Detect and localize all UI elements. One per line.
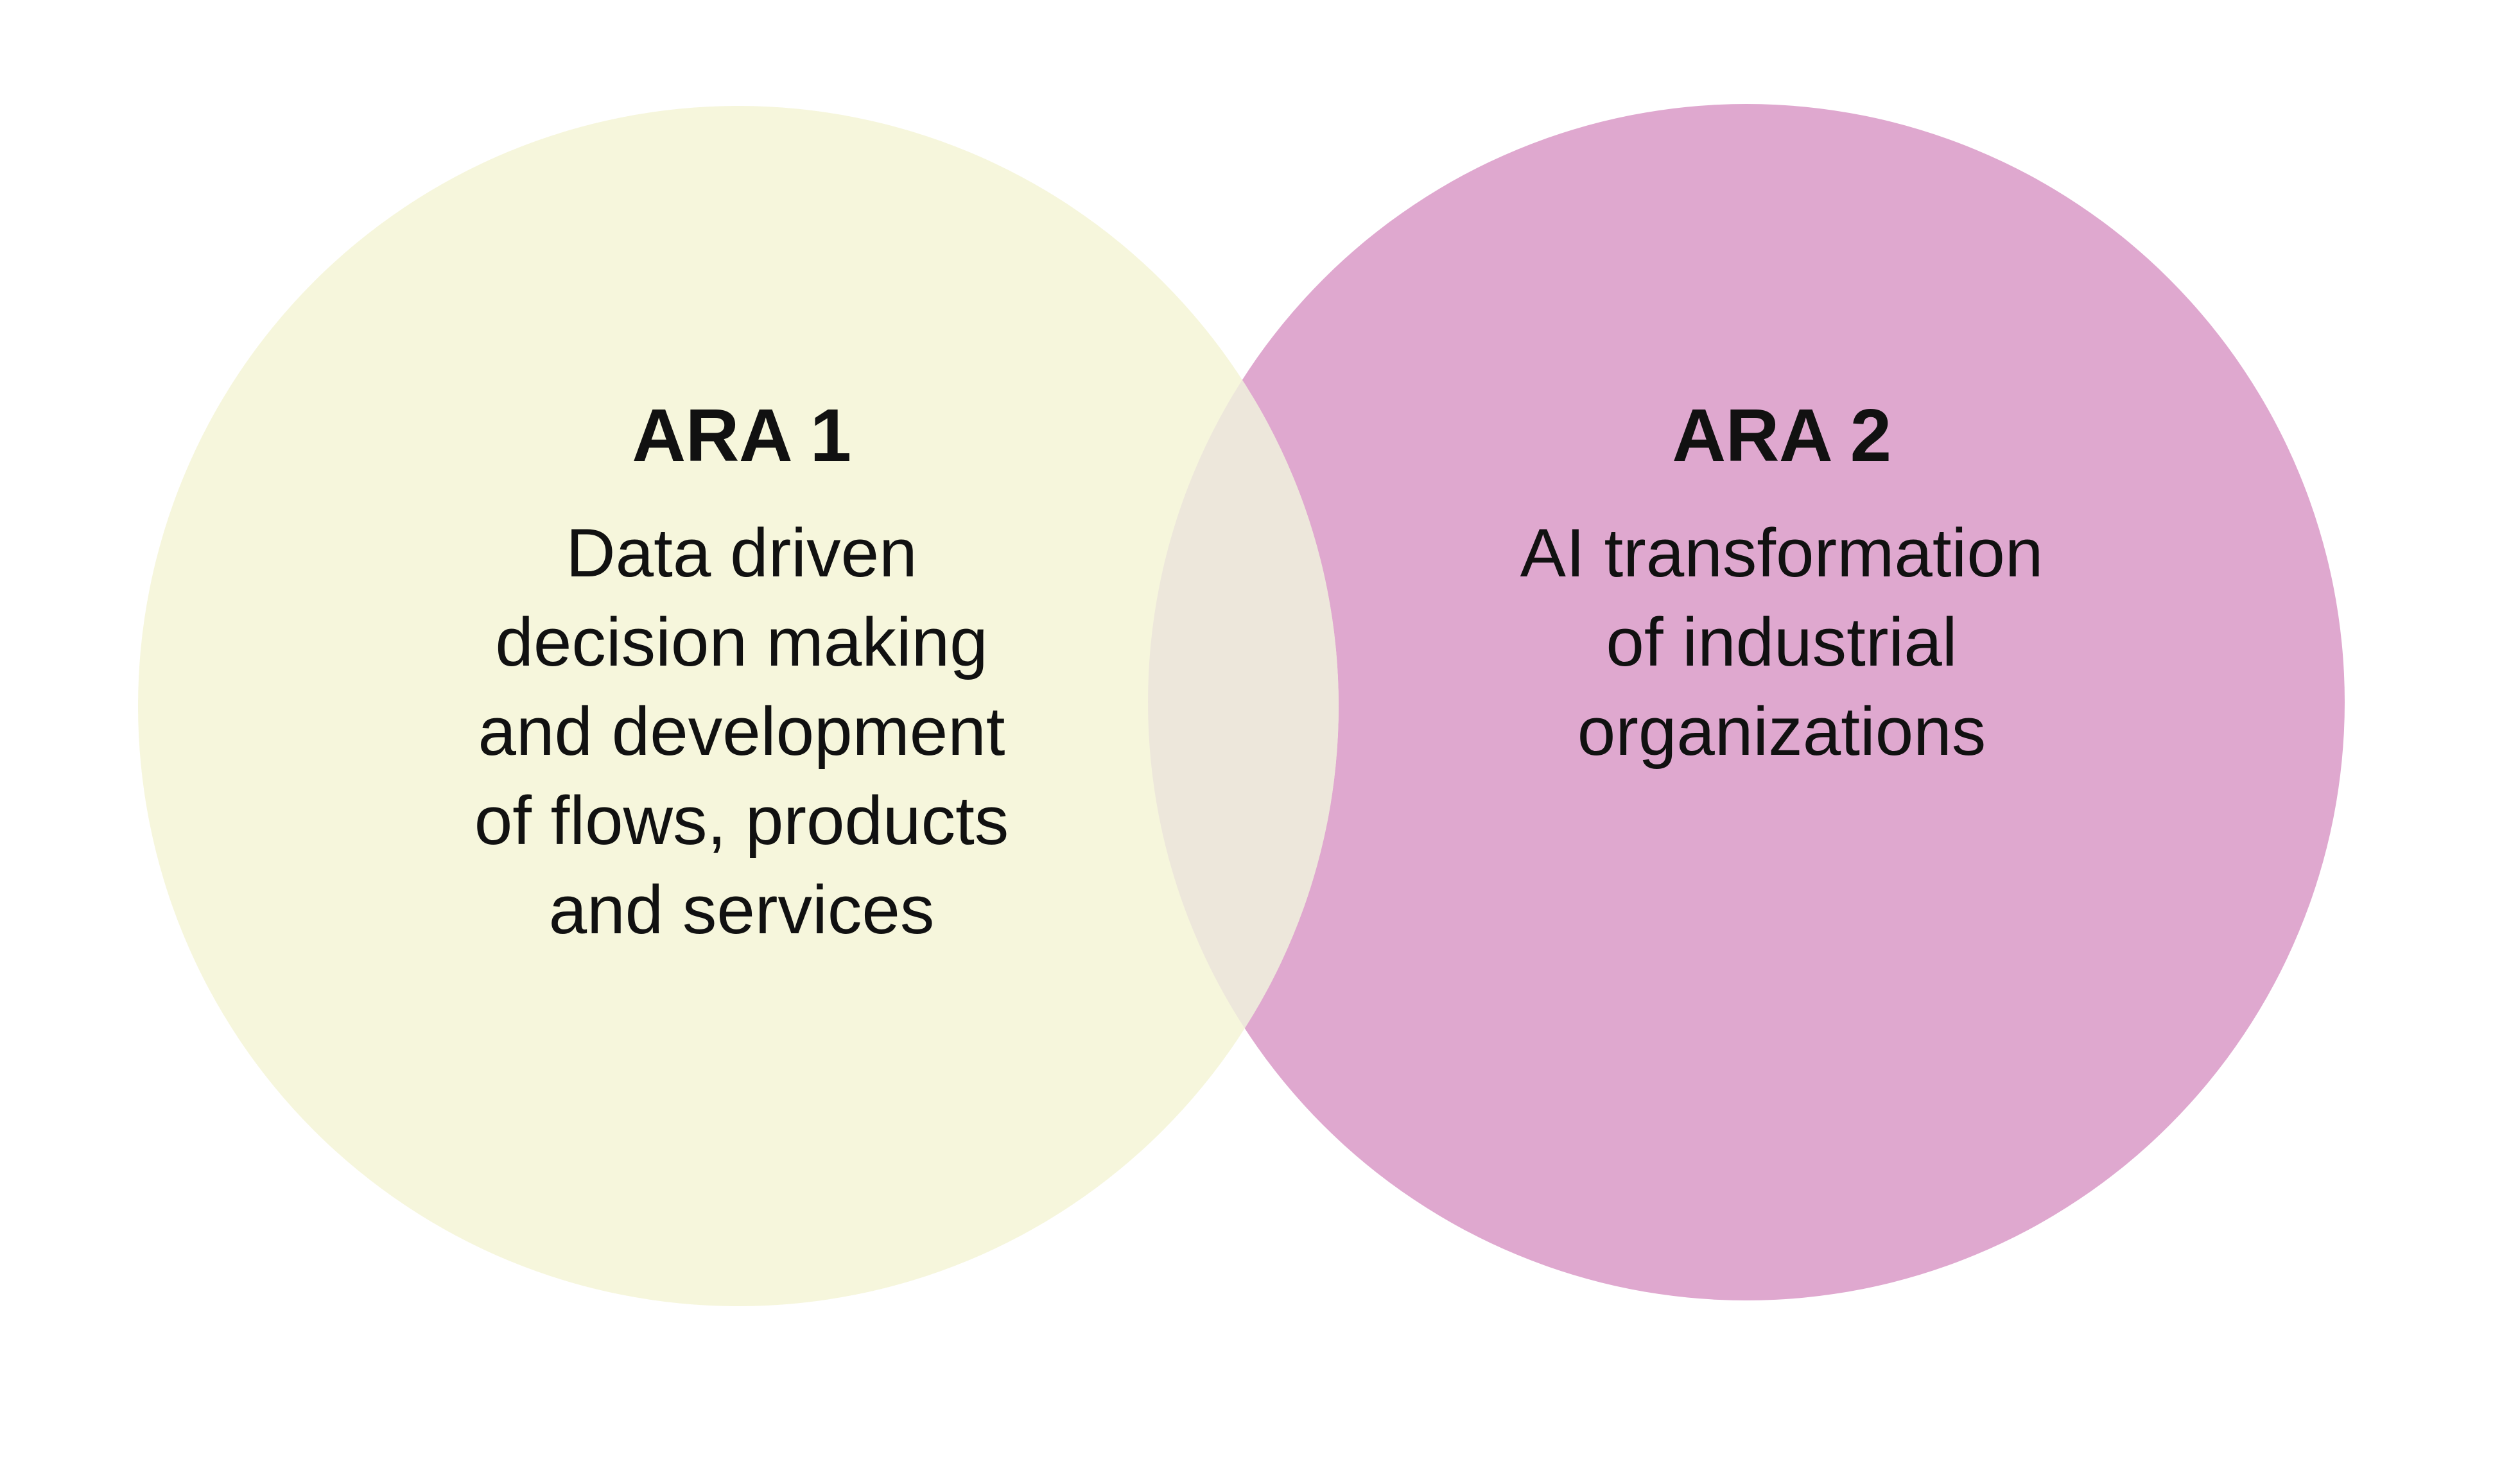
text-line: and development [478, 693, 1005, 770]
text-line: Data driven [566, 514, 917, 591]
set-description-ara-2: AI transformation of industrial organizati… [1400, 508, 2164, 776]
text-line: of flows, products [474, 782, 1009, 859]
venn-circle-ara-2[interactable] [1148, 104, 2345, 1300]
text-line: decision making [495, 603, 988, 681]
text-line: organizations [1577, 693, 1986, 770]
venn-circle-ara-1[interactable] [138, 106, 1339, 1306]
set-description-ara-1: Data driven decision making and developmen… [360, 508, 1124, 954]
text-line: and services [548, 871, 935, 949]
set-title-ara-1: ARA 1 [632, 393, 851, 477]
text-line: of industrial [1606, 603, 1958, 681]
set-title-ara-2: ARA 2 [1672, 393, 1891, 477]
text-line: AI transformation [1520, 514, 2044, 591]
